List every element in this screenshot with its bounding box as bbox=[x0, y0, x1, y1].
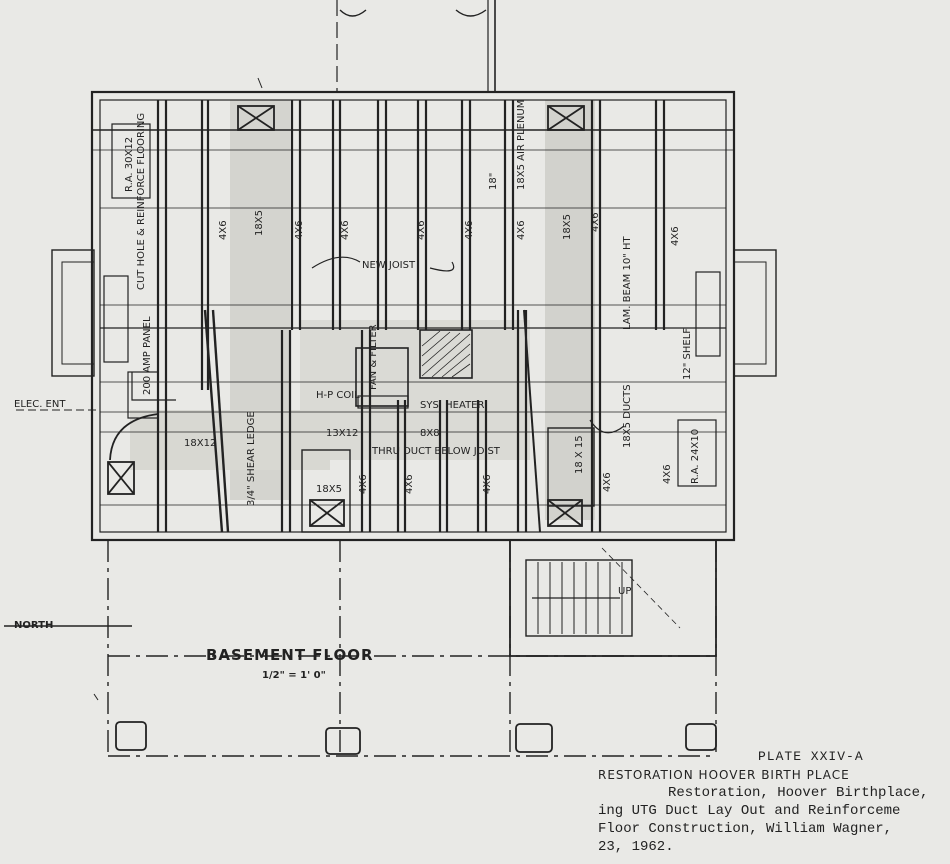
plan-title: BASEMENT FLOOR bbox=[206, 646, 374, 664]
fan-label: FAN & FILTER bbox=[368, 324, 379, 390]
stair-enclosure bbox=[509, 539, 717, 657]
joist-label-j: 4X6 bbox=[670, 226, 681, 246]
joist-label-k: 4X6 bbox=[358, 474, 369, 494]
duct-box-label: 18X5 bbox=[316, 484, 342, 495]
inner-wall bbox=[99, 99, 727, 533]
plate-number: PLATE XXIV-A bbox=[758, 749, 864, 764]
heater-label: SYS. HEATER bbox=[420, 400, 484, 411]
joist-label-c: 4X6 bbox=[294, 220, 305, 240]
joist-label-n: 4X6 bbox=[602, 472, 613, 492]
joist-label-h: 18X5 bbox=[562, 214, 573, 240]
fan-unit bbox=[355, 347, 409, 407]
lam-beam-label: LAM. BEAM 10" HT bbox=[622, 236, 633, 330]
joist-label-i: 4X6 bbox=[590, 212, 601, 232]
shelf-label: 12" SHELF bbox=[682, 328, 693, 380]
shaded-duct-east bbox=[545, 100, 595, 520]
return-air-box-1 bbox=[111, 123, 151, 199]
handwritten-note: RESTORATION HOOVER BIRTH PLACE bbox=[598, 768, 850, 782]
heater-unit bbox=[419, 329, 473, 379]
cut-hole-label: CUT HOLE & REINFORCE FLOORING bbox=[136, 113, 147, 290]
caption-line-1: Restoration, Hoover Birthplace, bbox=[668, 785, 929, 801]
stair-up-label: UP bbox=[618, 586, 631, 597]
size-18-label: 18" bbox=[488, 173, 499, 190]
caption-line-4: 23, 1962. bbox=[598, 839, 674, 855]
caption-line-3: Floor Construction, William Wagner, bbox=[598, 821, 893, 837]
joist-label-d: 4X6 bbox=[340, 220, 351, 240]
duct-8x8-label: 8X8 bbox=[420, 428, 440, 439]
joist-label-b: 18X5 bbox=[254, 210, 265, 236]
duct-box-18x5 bbox=[301, 449, 351, 533]
plan-scale: 1/2" = 1' 0" bbox=[262, 670, 326, 681]
joist-label-l: 4X6 bbox=[404, 474, 415, 494]
ra-label-2: R.A. 24X10 bbox=[690, 429, 701, 484]
return-air-box-2 bbox=[677, 419, 717, 487]
coil-label: H-P COIL bbox=[316, 390, 360, 401]
joist-label-g: 4X6 bbox=[516, 220, 527, 240]
size-18x15-label: 18 X 15 bbox=[574, 435, 585, 474]
heater-hatch bbox=[421, 330, 471, 378]
plan-linework bbox=[4, 0, 777, 758]
ducts-label: 18X5 DUCTS bbox=[622, 384, 633, 448]
thru-duct-label: THRU DUCT BELOW JOIST bbox=[371, 446, 501, 457]
joist-label-o: 4X6 bbox=[662, 464, 673, 484]
joist-label-a: 4X6 bbox=[218, 220, 229, 240]
duct-13x12-label: 13X12 bbox=[326, 428, 358, 439]
caption-line-2: ing UTG Duct Lay Out and Reinforceme bbox=[598, 803, 901, 819]
joist-label-m: 4X6 bbox=[482, 474, 493, 494]
duct-18x12-label: 18X12 bbox=[184, 438, 216, 449]
shear-ledge-label: 3/4" SHEAR LEDGE bbox=[246, 411, 257, 506]
joist-label-f: 4X6 bbox=[464, 220, 475, 240]
north-label: NORTH bbox=[14, 620, 53, 631]
panel-label: 200 AMP PANEL bbox=[142, 316, 153, 395]
shaded-center bbox=[300, 320, 530, 460]
shaded-plenum bbox=[130, 410, 330, 470]
plate-caption: PLATE XXIV-A RESTORATION HOOVER BIRTH PL… bbox=[598, 748, 950, 856]
elec-ent-label: ELEC. ENT bbox=[14, 399, 66, 410]
foundation-piers bbox=[115, 721, 717, 755]
vent-boxes bbox=[107, 105, 585, 527]
ra-label-1: R.A. 30X12 bbox=[124, 137, 135, 192]
joist-label-e: 4X6 bbox=[416, 220, 427, 240]
new-joist-label: NEW JOIST bbox=[362, 260, 416, 271]
plenum-label: 18X5 AIR PLENUM bbox=[516, 100, 527, 190]
